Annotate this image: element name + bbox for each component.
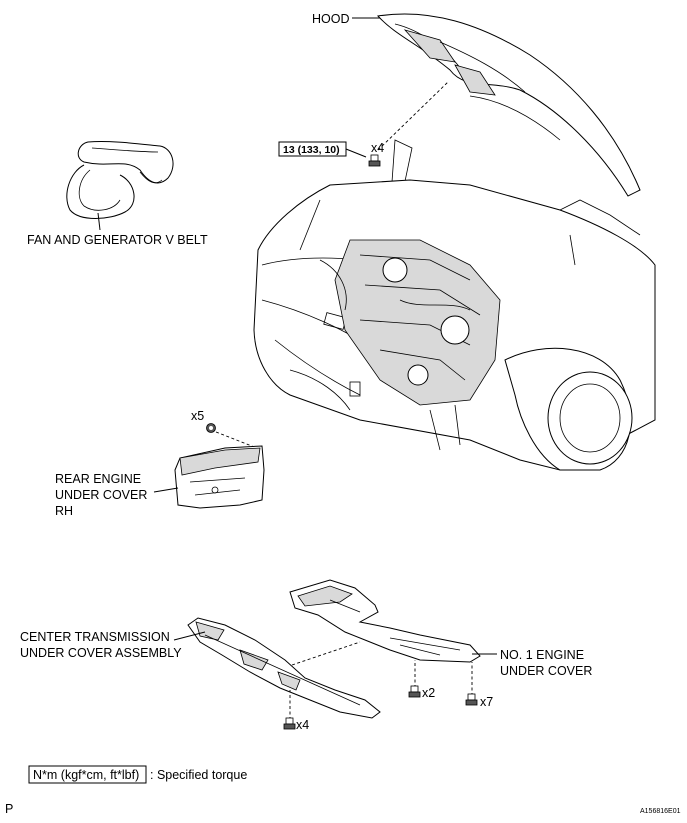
rear-cover-label-line2: UNDER COVER: [55, 488, 147, 502]
legend-unit-text: N*m (kgf*cm, ft*lbf): [33, 768, 139, 782]
center-transmission-under-cover-illustration: [187, 617, 381, 719]
legend-unit-box: [28, 765, 147, 784]
hood-label: HOOD: [312, 12, 350, 26]
center-cover-bolt-qty: x4: [296, 718, 309, 732]
no1-cover-bolt-a-qty: x2: [422, 686, 435, 700]
center-cover-bolt-icon: [283, 717, 296, 730]
rear-cover-nut-icon: [206, 423, 216, 433]
legend-description: : Specified torque: [150, 768, 247, 782]
no1-cover-bolt-a-icon: [408, 685, 421, 698]
fan-belt-label: FAN AND GENERATOR V BELT: [27, 233, 208, 247]
no1-cover-bolt-b-qty: x7: [480, 695, 493, 709]
hood-bolt-qty: x4: [371, 141, 384, 155]
no1-engine-under-cover-illustration: [289, 579, 481, 663]
page-marker: P: [5, 802, 13, 816]
hood-illustration: [377, 13, 641, 197]
rear-engine-under-cover-illustration: [174, 445, 265, 509]
no1-cover-label-line1: NO. 1 ENGINE: [500, 648, 584, 662]
rear-cover-nut-qty: x5: [191, 409, 204, 423]
center-cover-label-line1: CENTER TRANSMISSION: [20, 630, 170, 644]
center-cover-label-line2: UNDER COVER ASSEMBLY: [20, 646, 182, 660]
rear-cover-label-line1: REAR ENGINE: [55, 472, 141, 486]
hood-bolt-icon: [368, 154, 381, 167]
figure-id: A156816E01: [640, 808, 681, 815]
no1-cover-label-line2: UNDER COVER: [500, 664, 592, 678]
no1-cover-bolt-b-icon: [465, 693, 478, 706]
rear-cover-label-line3: RH: [55, 504, 73, 518]
torque-value-hood: 13 (133, 10): [283, 144, 340, 156]
fan-belt-illustration: [66, 140, 174, 219]
vehicle-front-illustration: [253, 179, 656, 471]
